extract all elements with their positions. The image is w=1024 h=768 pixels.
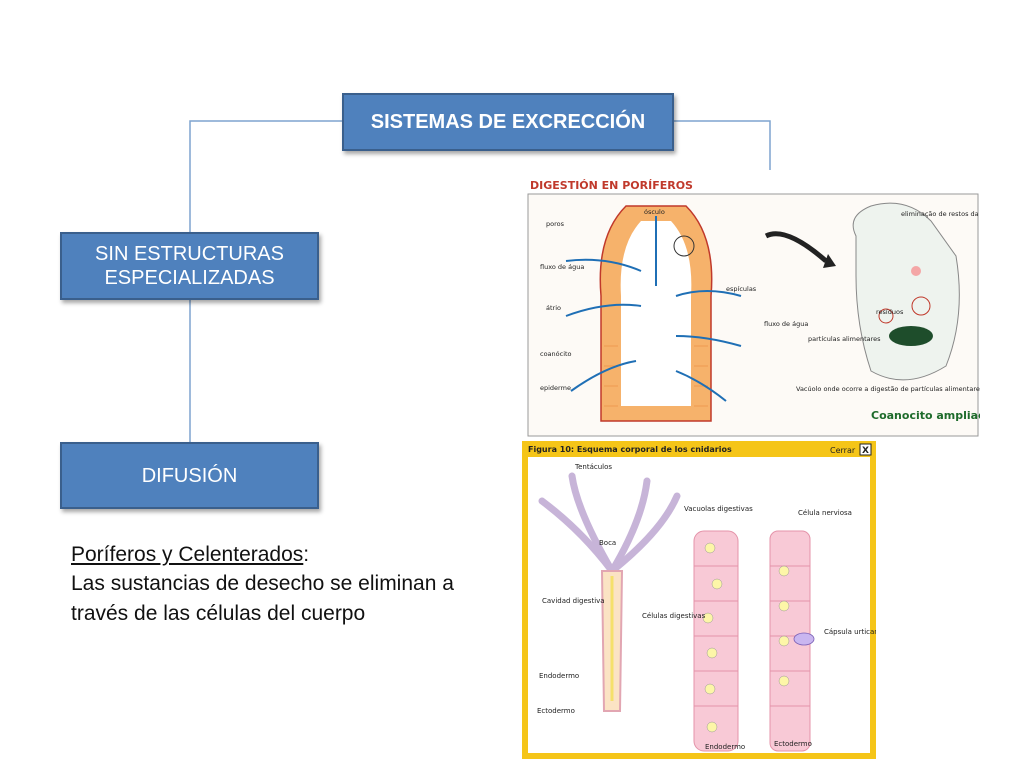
- svg-text:Células digestivas: Células digestivas: [642, 612, 706, 620]
- svg-text:Cápsula urticante: Cápsula urticante: [824, 628, 876, 636]
- tissue-dividers: [694, 565, 810, 707]
- sponge-atrium-shape: [620, 221, 692, 406]
- cnidaria-figure: Figura 10: Esquema corporal de los cnida…: [522, 441, 876, 759]
- svg-text:Célula nerviosa: Célula nerviosa: [798, 509, 852, 517]
- water-flow-arrows: [565, 216, 742, 402]
- porifera-figure: DIGESTIÓN EN PORÍFEROS poros fluxo de ág…: [526, 176, 980, 438]
- description-heading: Poríferos y Celenterados: [71, 543, 304, 566]
- node-sin-line2: ESPECIALIZADAS: [104, 267, 275, 289]
- cnidaria-title: Figura 10: Esquema corporal de los cnida…: [528, 445, 732, 454]
- svg-text:Cavidad digestiva: Cavidad digestiva: [542, 597, 605, 605]
- hydra-tentacles: [538, 472, 681, 575]
- svg-text:fluxo de água: fluxo de água: [540, 263, 584, 271]
- node-sin-estructuras: SIN ESTRUCTURAS ESPECIALIZADAS: [60, 232, 319, 300]
- porifera-labels: poros fluxo de água átrio coanócito epid…: [540, 208, 980, 393]
- svg-text:poros: poros: [546, 220, 565, 228]
- svg-text:epiderme: epiderme: [540, 384, 571, 392]
- page-title: SISTEMAS DE EXCRECCIÓN: [370, 111, 646, 133]
- svg-text:espículas: espículas: [726, 285, 757, 293]
- description-heading-colon: :: [303, 543, 310, 566]
- sponge-texture: [604, 345, 708, 407]
- svg-text:Vacúolo onde ocorre a digestão: Vacúolo onde ocorre a digestão de partíc…: [796, 385, 980, 393]
- svg-text:átrio: átrio: [546, 304, 561, 312]
- node-sin-line1: SIN ESTRUCTURAS: [95, 243, 284, 265]
- svg-text:Endodermo: Endodermo: [705, 743, 745, 751]
- svg-text:ósculo: ósculo: [644, 208, 665, 216]
- description-text: Poríferos y Celenterados: Las sustancias…: [71, 540, 471, 628]
- svg-text:Ectodermo: Ectodermo: [774, 740, 812, 748]
- tissue-columns: [693, 530, 811, 752]
- svg-text:coanócito: coanócito: [540, 350, 572, 358]
- magnify-arrow: [764, 231, 828, 263]
- cnidocyte: [793, 632, 815, 646]
- title-box: SISTEMAS DE EXCRECCIÓN: [342, 93, 674, 151]
- node-difusion: DIFUSIÓN: [60, 442, 319, 509]
- vacuole-dots: [702, 542, 790, 733]
- svg-text:Vacuolas digestivas: Vacuolas digestivas: [684, 505, 753, 513]
- description-body: Las sustancias de desecho se eliminan a …: [71, 572, 454, 625]
- close-x: X: [862, 446, 869, 456]
- connector-title-to-sin: [189, 120, 342, 232]
- svg-text:eliminação de restos da digest: eliminação de restos da digestão: [901, 210, 980, 218]
- porifera-title: DIGESTIÓN EN PORÍFEROS: [530, 179, 693, 192]
- svg-text:resíduos: resíduos: [876, 308, 904, 316]
- svg-text:fluxo de água: fluxo de água: [764, 320, 808, 328]
- svg-text:Ectodermo: Ectodermo: [537, 707, 575, 715]
- close-label: Cerrar: [830, 446, 856, 455]
- connector-title-to-figure: [674, 120, 771, 170]
- svg-text:Endodermo: Endodermo: [539, 672, 579, 680]
- choanocyte-nucleus: [889, 326, 933, 346]
- svg-text:Tentáculos: Tentáculos: [574, 463, 612, 471]
- close-button[interactable]: [859, 443, 872, 456]
- node-difusion-label: DIFUSIÓN: [141, 464, 238, 487]
- coanocito-ampliado-label: Coanocito ampliado: [871, 409, 980, 422]
- cnidaria-labels: Tentáculos Boca Cavidad digestiva Endode…: [537, 463, 876, 751]
- svg-text:partículas alimentares: partículas alimentares: [808, 335, 881, 343]
- svg-text:Boca: Boca: [599, 539, 616, 547]
